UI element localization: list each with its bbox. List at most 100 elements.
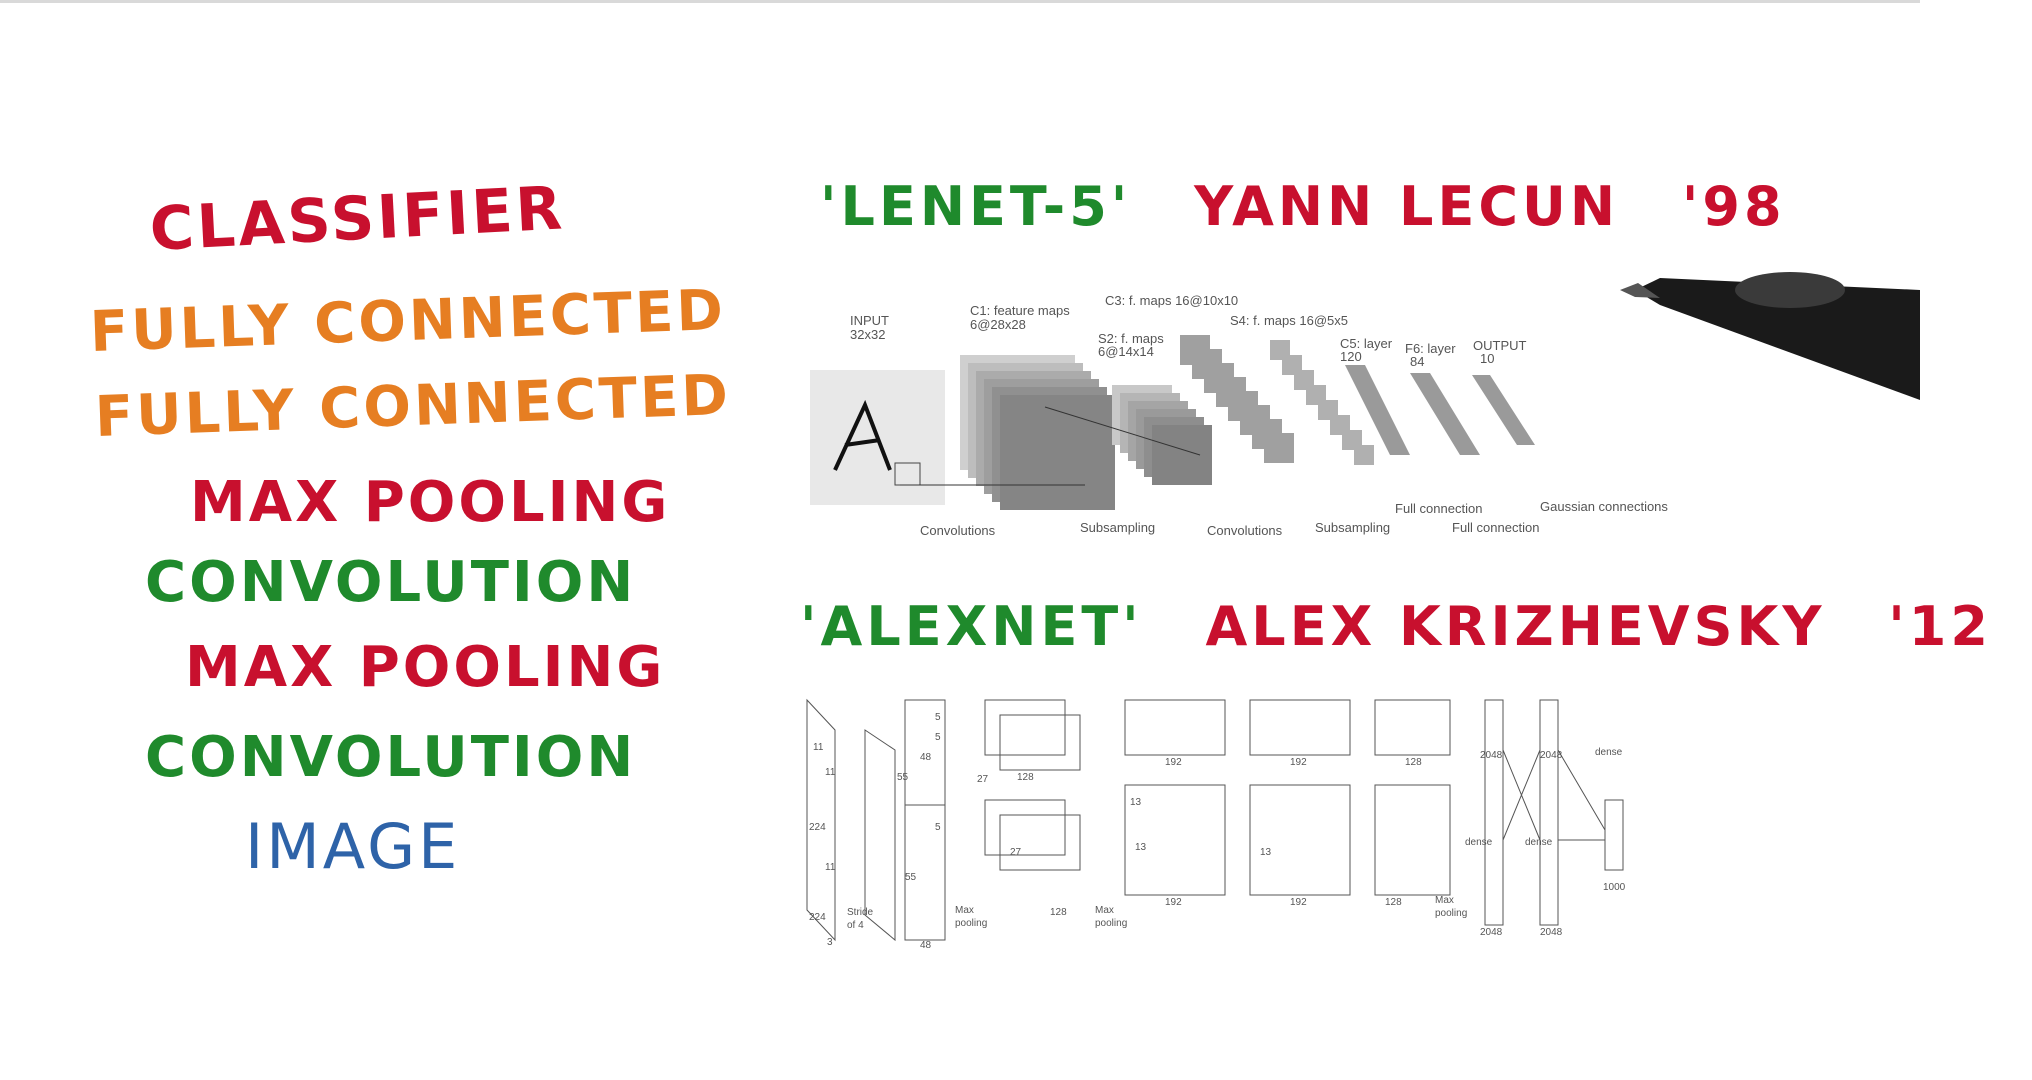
alexnet-label-2048b: 2048 [1540, 750, 1563, 761]
stack-convolution-label-2: CONVOLUTION [145, 725, 637, 790]
alexnet-conv3-top [1124, 699, 1226, 756]
lenet-gaussian-label: Gaussian connections [1540, 499, 1668, 514]
alexnet-label-2048a: 2048 [1480, 750, 1503, 761]
alexnet-author: ALEX KRIZHEVSKY [1205, 595, 1826, 658]
alexnet-label-1000: 1000 [1603, 882, 1626, 893]
lenet-full-connection-label-2: Full connection [1452, 520, 1539, 535]
alexnet-title: 'ALEXNET' ALEX KRIZHEVSKY '12 [800, 595, 2032, 658]
lenet-c1-maps [960, 355, 1115, 510]
lenet-subsampling-label-2: Subsampling [1315, 520, 1390, 535]
alexnet-conv1-bottom [904, 804, 946, 941]
alexnet-label-192d: 192 [1290, 897, 1307, 908]
lenet-title: 'LENET-5' YANN LECUN '98 [820, 175, 1826, 238]
alexnet-label-of4: of 4 [847, 920, 864, 931]
lenet-c1-size: 6@28x28 [970, 317, 1026, 332]
lenet-name: 'LENET-5' [820, 175, 1132, 238]
stack-image-label: IMAGE [245, 810, 461, 883]
alexnet-input-block [806, 698, 836, 942]
alexnet-conv2-top-b [999, 714, 1081, 771]
alexnet-label-192c: 192 [1290, 757, 1307, 768]
alexnet-label-128c: 128 [1405, 757, 1422, 768]
lenet-c3-label: C3: f. maps 16@10x10 [1105, 293, 1238, 308]
stack-convolution-label-1: CONVOLUTION [145, 550, 637, 615]
stack-classifier-label: CLASSIFIER [148, 173, 567, 265]
alexnet-label-dense2: dense [1525, 837, 1553, 848]
lenet-input-label: INPUT [850, 313, 889, 328]
alexnet-label-11c: 11 [825, 862, 836, 873]
lenet-c1-label: C1: feature maps [970, 303, 1070, 318]
alexnet-label-128b: 128 [1050, 907, 1067, 918]
alexnet-label-5a: 5 [935, 712, 941, 723]
stack-max-pooling-label-2: MAX POOLING [185, 635, 666, 700]
alexnet-dense-connections [1502, 749, 1606, 841]
alexnet-label-2048c: 2048 [1480, 927, 1503, 938]
alexnet-label-27a: 27 [977, 774, 989, 785]
alexnet-label-224b: 224 [809, 912, 826, 923]
alexnet-diagram: 11 11 224 11 224 3 Stride of 4 55 55 48 … [806, 698, 1626, 951]
alexnet-dense2 [1539, 699, 1559, 926]
lenet-year: '98 [1681, 175, 1786, 238]
alexnet-dense1 [1484, 699, 1504, 926]
alexnet-label-27b: 27 [1010, 847, 1022, 858]
alexnet-conv5-top [1374, 699, 1451, 756]
alexnet-conv4-bottom [1249, 784, 1351, 896]
alexnet-conv1-block [864, 729, 896, 942]
pen-icon [1620, 272, 1920, 400]
alexnet-conv3-bottom [1124, 784, 1226, 896]
alexnet-label-dense3: dense [1595, 747, 1623, 758]
alexnet-label-128d: 128 [1385, 897, 1402, 908]
lenet-s2-size: 6@14x14 [1098, 344, 1154, 359]
lenet-output-size: 10 [1480, 351, 1494, 366]
lenet-diagram: INPUT 32x32 C1: feature maps 6@28x28 C3:… [810, 293, 1668, 538]
top-border [0, 0, 1920, 3]
lenet-s4-label: S4: f. maps 16@5x5 [1230, 313, 1348, 328]
alexnet-conv4-top [1249, 699, 1351, 756]
alexnet-label-pooling1: pooling [955, 918, 987, 929]
stack-fully-connected-label-2: FULLY CONNECTED [93, 362, 732, 450]
lenet-author: YANN LECUN [1194, 175, 1620, 238]
lenet-c3-maps [1180, 335, 1294, 463]
alexnet-label-128a: 128 [1017, 772, 1034, 783]
alexnet-output [1604, 799, 1624, 871]
alexnet-conv2-top-a [984, 699, 1066, 756]
alexnet-label-11a: 11 [813, 742, 824, 753]
lenet-s4-maps [1270, 340, 1374, 465]
lenet-convolutions-label-1: Convolutions [920, 523, 996, 538]
lenet-c5-label: C5: layer [1340, 336, 1393, 351]
alexnet-label-48a: 48 [920, 752, 932, 763]
alexnet-label-5c: 5 [935, 822, 941, 833]
lenet-convolutions-label-2: Convolutions [1207, 523, 1283, 538]
alexnet-label-pooling3: pooling [1435, 908, 1467, 919]
alexnet-label-55a: 55 [897, 772, 909, 783]
alexnet-label-13c: 13 [1260, 847, 1272, 858]
alexnet-name: 'ALEXNET' [800, 595, 1143, 658]
alexnet-label-max1: Max [955, 905, 974, 916]
alexnet-label-13b: 13 [1135, 842, 1147, 853]
stack-fully-connected-label-1: FULLY CONNECTED [88, 277, 727, 365]
alexnet-label-13a: 13 [1130, 797, 1142, 808]
lenet-f6-label: F6: layer [1405, 341, 1456, 356]
alexnet-label-2048d: 2048 [1540, 927, 1563, 938]
alexnet-label-pooling2: pooling [1095, 918, 1127, 929]
alexnet-label-stride: Stride [847, 907, 874, 918]
alexnet-conv2-bottom-a [984, 799, 1066, 856]
alexnet-conv2-bottom-b [999, 814, 1081, 871]
lenet-input-letter [833, 399, 892, 471]
alexnet-conv5-bottom [1374, 784, 1451, 896]
alexnet-label-dense1: dense [1465, 837, 1493, 848]
alexnet-label-224a: 224 [809, 822, 826, 833]
lenet-full-connection-label-1: Full connection [1395, 501, 1482, 516]
lenet-fc-layers [1345, 365, 1535, 455]
lenet-output-label: OUTPUT [1473, 338, 1527, 353]
alexnet-label-55b: 55 [905, 872, 917, 883]
alexnet-label-3: 3 [827, 937, 833, 948]
alexnet-label-192a: 192 [1165, 757, 1182, 768]
alexnet-label-11b: 11 [825, 767, 836, 778]
stack-max-pooling-label-1: MAX POOLING [190, 470, 671, 535]
alexnet-label-max3: Max [1435, 895, 1454, 906]
lenet-c5-size: 120 [1340, 349, 1362, 364]
lenet-s2-label: S2: f. maps [1098, 331, 1164, 346]
alexnet-label-max2: Max [1095, 905, 1114, 916]
lenet-s2-maps [1112, 385, 1212, 485]
alexnet-label-192b: 192 [1165, 897, 1182, 908]
